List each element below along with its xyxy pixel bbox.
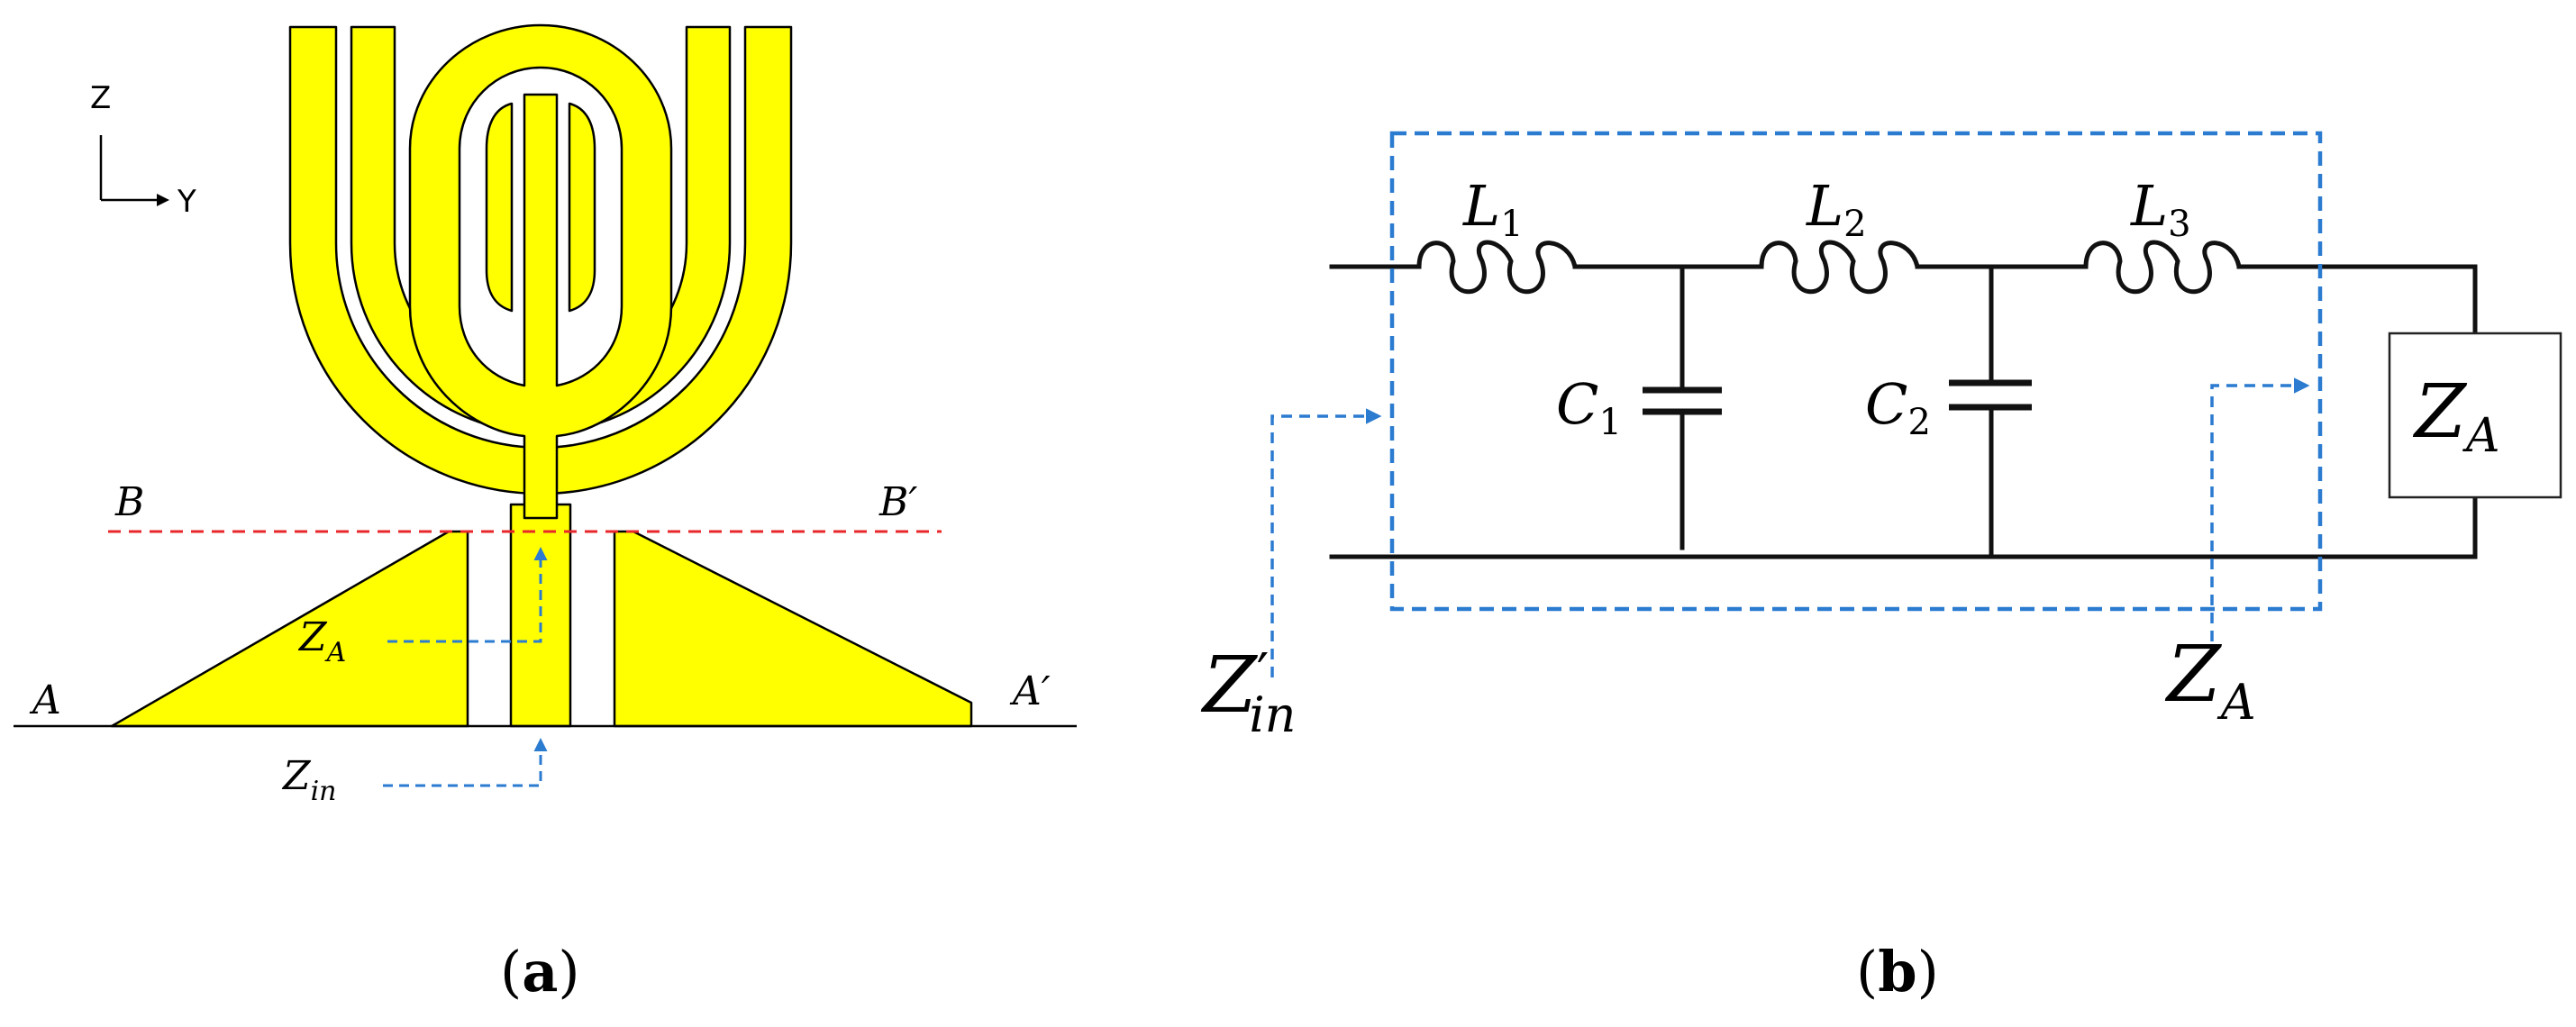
y-axis-label: Y <box>177 184 196 220</box>
label-za-b-base: Z <box>2164 630 2222 720</box>
caption-b-open: ( <box>1856 939 1878 1004</box>
label-l1-base: L <box>1462 173 1500 239</box>
label-l2-base: L <box>1806 173 1843 239</box>
label-l2-sub: 2 <box>1843 204 1866 245</box>
label-load-za-sub: A <box>2462 409 2500 463</box>
za-b-arrow <box>2210 377 2310 641</box>
network-box <box>1389 131 2323 612</box>
label-load-za: ZA <box>2412 369 2500 463</box>
y-axis-arrowhead <box>157 194 169 206</box>
ground-plane-right <box>613 530 973 728</box>
capacitor-c2 <box>1949 379 2032 411</box>
label-za-b-sub: A <box>2216 674 2256 731</box>
central-loop <box>408 23 673 520</box>
label-load-za-base: Z <box>2412 369 2468 455</box>
label-c1-base: C <box>1556 371 1598 437</box>
label-l3: L3 <box>2130 173 2191 245</box>
panel-a: Z Y B B′ A A′ ZA Zin (a) <box>14 23 1077 1004</box>
z-axis-label: Z <box>90 80 111 116</box>
label-b-prime: B′ <box>878 479 917 525</box>
caption-a-close: ) <box>558 939 579 1004</box>
capacitor-c1 <box>1643 386 1722 415</box>
circuit-wires <box>1329 264 2478 559</box>
label-c2: C2 <box>1865 371 1931 443</box>
label-za-b: ZA <box>2164 630 2256 731</box>
label-l3-sub: 3 <box>2168 204 2190 245</box>
inductor-l2 <box>1759 240 1920 295</box>
label-a: A <box>29 677 61 723</box>
label-l2: L2 <box>1806 173 1867 245</box>
l3-coil <box>2083 240 2242 295</box>
label-zin-a-sub: in <box>311 776 337 807</box>
label-c2-sub: 2 <box>1907 402 1930 443</box>
caption-a-open: ( <box>500 939 522 1004</box>
label-zin-prime-mark: ′ <box>1257 642 1270 705</box>
l1-coil <box>1416 240 1578 295</box>
label-zin-prime: Z′in <box>1200 641 1296 743</box>
label-za-a-base: Z <box>297 614 328 660</box>
label-a-prime: A′ <box>1009 668 1051 714</box>
label-l1-sub: 1 <box>1500 204 1523 245</box>
caption-b-close: ) <box>1917 939 1939 1004</box>
label-c1: C1 <box>1556 371 1622 443</box>
axes-indicator <box>99 135 169 206</box>
label-c2-base: C <box>1865 371 1907 437</box>
label-c1-sub: 1 <box>1598 402 1621 443</box>
label-l1: L1 <box>1462 173 1524 245</box>
loop-slot-right <box>568 102 596 313</box>
zin-prime-arrow <box>1270 408 1382 677</box>
caption-b-letter: b <box>1878 939 1916 1004</box>
caption-a-letter: a <box>522 939 558 1004</box>
label-zin-a-base: Z <box>281 753 312 799</box>
outer-fork <box>288 25 793 495</box>
caption-a: (a) <box>500 939 580 1004</box>
antenna-structure <box>110 23 973 728</box>
ground-plane-left <box>110 530 469 728</box>
label-b: B <box>114 479 144 525</box>
loop-slot-left <box>485 102 514 313</box>
load-box <box>2388 332 2562 499</box>
label-zin-prime-base: Z <box>1200 641 1258 731</box>
label-za-a: ZA <box>297 614 346 668</box>
za-arrow <box>387 547 548 643</box>
label-zin-a: Zin <box>281 753 337 807</box>
label-l3-base: L <box>2130 173 2168 239</box>
caption-b: (b) <box>1856 939 1939 1004</box>
panel-b: L1 L2 L3 C1 C2 ZA Z′in ZA (b) <box>1200 131 2562 1004</box>
label-zin-prime-sub: in <box>1249 686 1296 743</box>
l2-coil <box>1759 240 1920 295</box>
inductor-l3 <box>2083 240 2242 295</box>
zin-arrow <box>383 738 548 787</box>
label-za-a-sub: A <box>324 637 347 668</box>
inductor-l1 <box>1416 240 1578 295</box>
